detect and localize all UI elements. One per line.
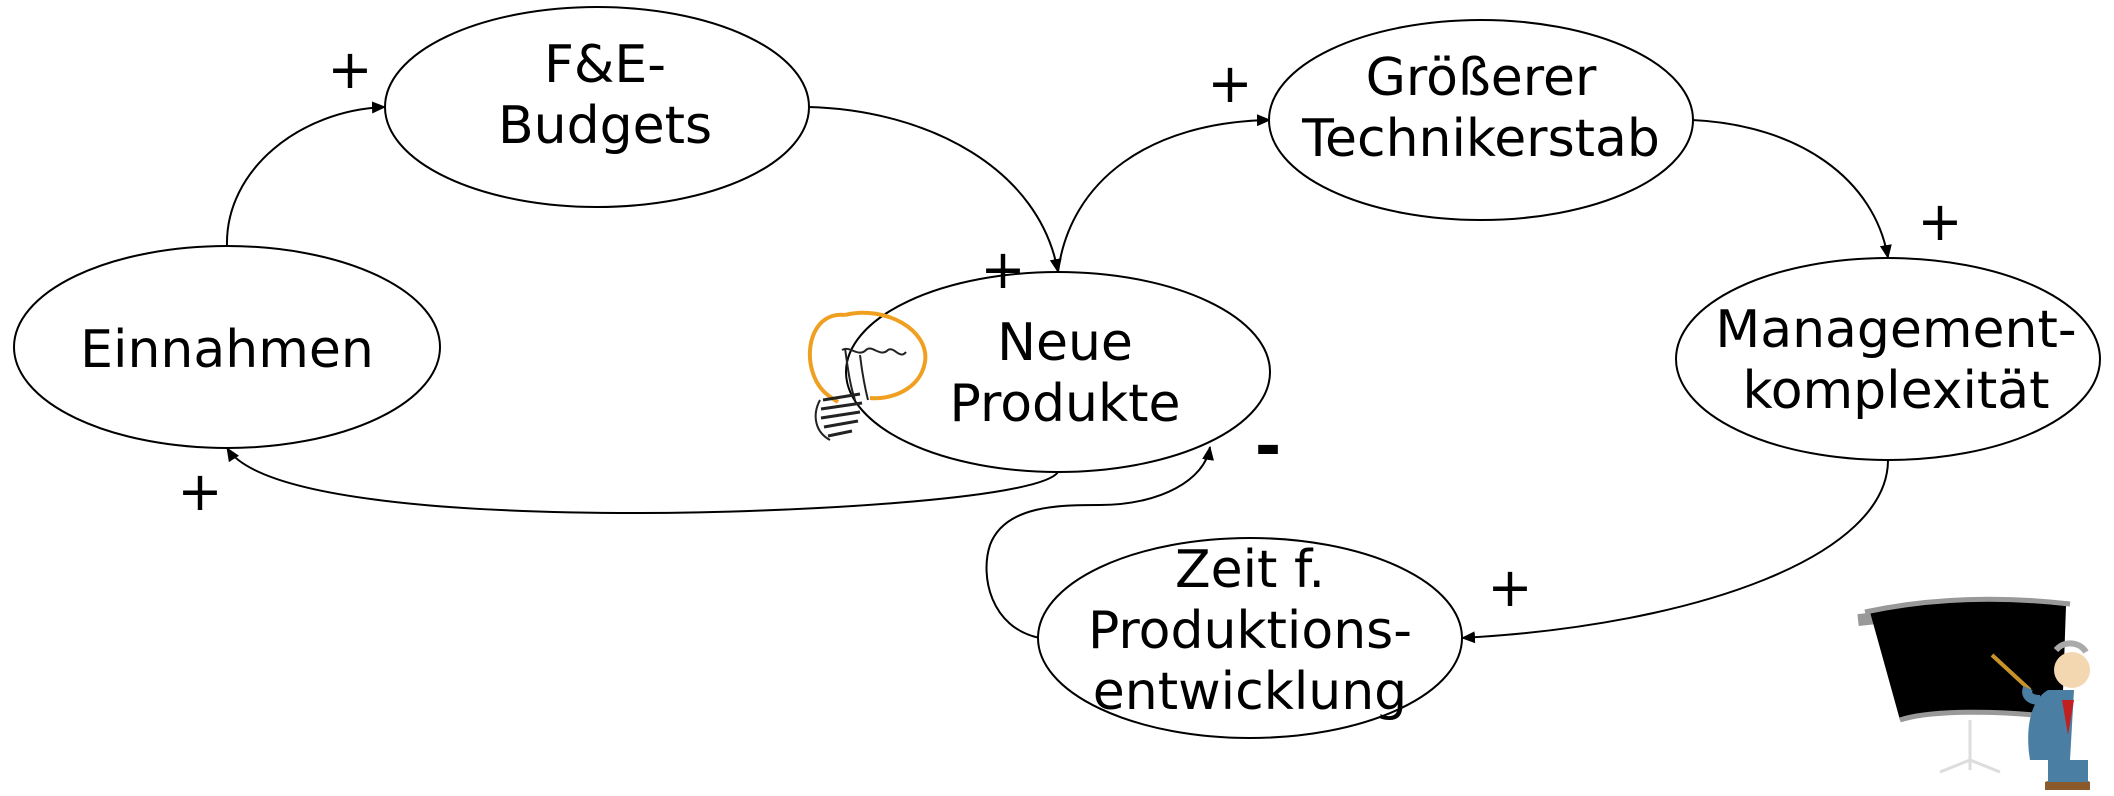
node-groesserer-technikerstab-line-2: Technikerstab: [1301, 109, 1660, 169]
node-neue-produkte-line-1: Neue: [997, 313, 1133, 373]
polarity-managementkomplexitaet-to-zeit-produktionsentwicklung: +: [1487, 556, 1532, 619]
edge-neue-produkte-to-einnahmen: [226, 447, 1059, 515]
node-managementkomplexitaet-line-2: komplexität: [1742, 361, 2049, 421]
polarity-einnahmen-to-fe-budgets: +: [327, 38, 372, 101]
edge-managementkomplexitaet-to-zeit-produktionsentwicklung: [1461, 459, 1889, 644]
polarity-zeit-produktionsentwicklung-to-neue-produkte: -: [1255, 410, 1282, 484]
lightbulb-icon: [807, 310, 928, 441]
edge-zeit-produktionsentwicklung-to-neue-produkte: [985, 446, 1214, 639]
polarity-neue-produkte-to-groesserer-technikerstab: +: [1207, 52, 1252, 115]
node-zeit-produktionsentwicklung-line-1: Zeit f.: [1175, 540, 1325, 600]
node-fe-budgets-line-2: Budgets: [498, 96, 712, 156]
node-managementkomplexitaet-line-1: Management-: [1715, 300, 2076, 360]
polarity-groesserer-technikerstab-to-managementkomplexitaet: +: [1917, 190, 1962, 253]
edge-neue-produkte-to-groesserer-technikerstab: [1057, 114, 1271, 273]
node-zeit-produktionsentwicklung-line-3: entwicklung: [1093, 662, 1407, 722]
polarity-neue-produkte-to-einnahmen: +: [177, 460, 222, 523]
polarity-fe-budgets-to-neue-produkte: +: [980, 238, 1025, 301]
node-zeit-produktionsentwicklung-line-2: Produktions-: [1088, 601, 1412, 661]
presenter-with-chalkboard-icon: [1857, 596, 2090, 790]
node-managementkomplexitaet: Management- komplexität: [1675, 257, 2101, 461]
node-fe-budgets: F&E- Budgets: [384, 6, 810, 208]
node-groesserer-technikerstab: Größerer Technikerstab: [1268, 19, 1694, 221]
node-neue-produkte-line-2: Produkte: [950, 374, 1181, 434]
node-einnahmen-line-1: Einnahmen: [80, 320, 374, 380]
node-fe-budgets-line-1: F&E-: [544, 35, 666, 95]
node-groesserer-technikerstab-line-1: Größerer: [1366, 48, 1597, 108]
edge-einnahmen-to-fe-budgets: [225, 101, 386, 247]
node-zeit-produktionsentwicklung: Zeit f. Produktions- entwicklung: [1037, 537, 1463, 739]
edge-fe-budgets-to-neue-produkte: [807, 106, 1062, 273]
node-neue-produkte: Neue Produkte: [845, 271, 1271, 473]
node-einnahmen: Einnahmen: [13, 245, 441, 449]
edge-groesserer-technikerstab-to-managementkomplexitaet: [1691, 119, 1892, 259]
